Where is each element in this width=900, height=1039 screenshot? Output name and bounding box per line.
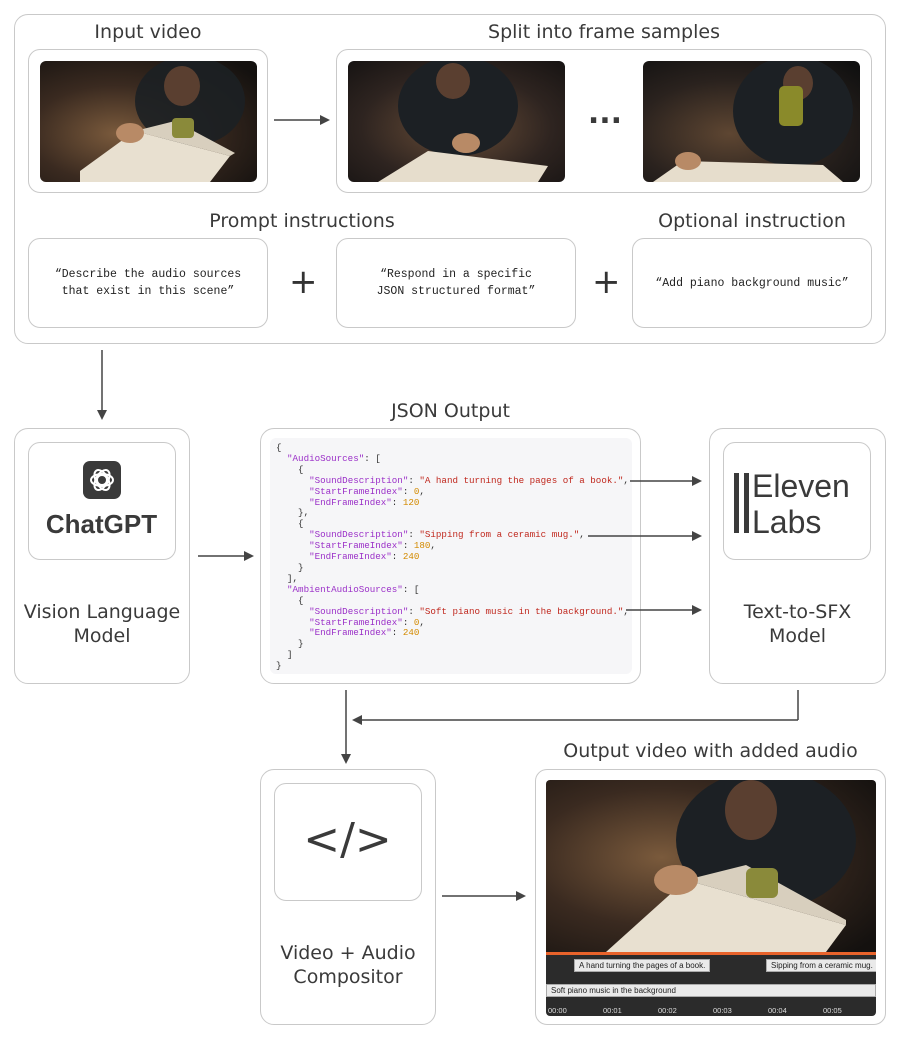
elevenlabs-logo-line1: Eleven [752,468,850,504]
timeline-clip-book: A hand turning the pages of a book. [574,959,711,972]
sfx-label-line2: Model [768,625,827,647]
prompt-instructions-label: Prompt instructions [209,210,395,232]
arrow-input-to-frames [274,115,330,125]
timeline-clip-mug: Sipping from a ceramic mug. [766,959,876,972]
output-video-frame: A hand turning the pages of a book. Sipp… [546,780,876,1016]
arrows-json-to-sfx [588,476,702,615]
elevenlabs-logo-tile: Eleven Labs [723,442,871,560]
timeline-tick: 00:00 [548,1006,567,1015]
vlm-label-line1: Vision Language [23,601,181,623]
code-icon: </> [303,814,392,865]
vlm-label-line2: Model [73,625,131,647]
sfx-label-line1: Text-to-SFX [743,601,852,623]
compositor-label-line1: Video + Audio [280,942,416,964]
chatgpt-icon [83,461,121,499]
timeline-tick: 00:01 [603,1006,622,1015]
input-video-frame [40,61,257,182]
chatgpt-logo-tile: ChatGPT [28,442,176,560]
code-icon-tile: </> [274,783,422,901]
arrows-to-compositor [341,690,799,764]
timeline-tick: 00:04 [768,1006,787,1015]
frame-sample-1 [348,61,565,182]
compositor-label-line2: Compositor [293,966,403,988]
timeline-tick: 00:05 [823,1006,842,1015]
timeline-tick: 00:02 [658,1006,677,1015]
split-frames-label: Split into frame samples [488,21,720,43]
elevenlabs-bars-icon [734,473,749,533]
timeline-ambient-track: Soft piano music in the background [546,984,876,997]
timeline-tick: 00:03 [713,1006,732,1015]
chatgpt-logo-text: ChatGPT [45,509,158,539]
arrow-compositor-to-output [442,891,526,901]
arrow-vlm-to-json [198,551,254,561]
json-output-label: JSON Output [391,400,510,422]
timeline-accent-bar [546,952,876,955]
optional-prompt-box: “Add piano background music” [632,238,872,328]
arrow-prompts-to-vlm [97,350,107,420]
plus-sign-2: + [592,262,621,302]
frame-sample-n [643,61,860,182]
elevenlabs-logo-line2: Labs [752,504,822,540]
json-code-panel: { "AudioSources": [ { "SoundDescription"… [270,438,632,674]
optional-instruction-label: Optional instruction [658,210,846,232]
ellipsis: ... [587,96,623,131]
output-video-label: Output video with added audio [563,740,858,762]
input-video-label: Input video [94,21,202,43]
plus-sign-1: + [289,262,318,302]
